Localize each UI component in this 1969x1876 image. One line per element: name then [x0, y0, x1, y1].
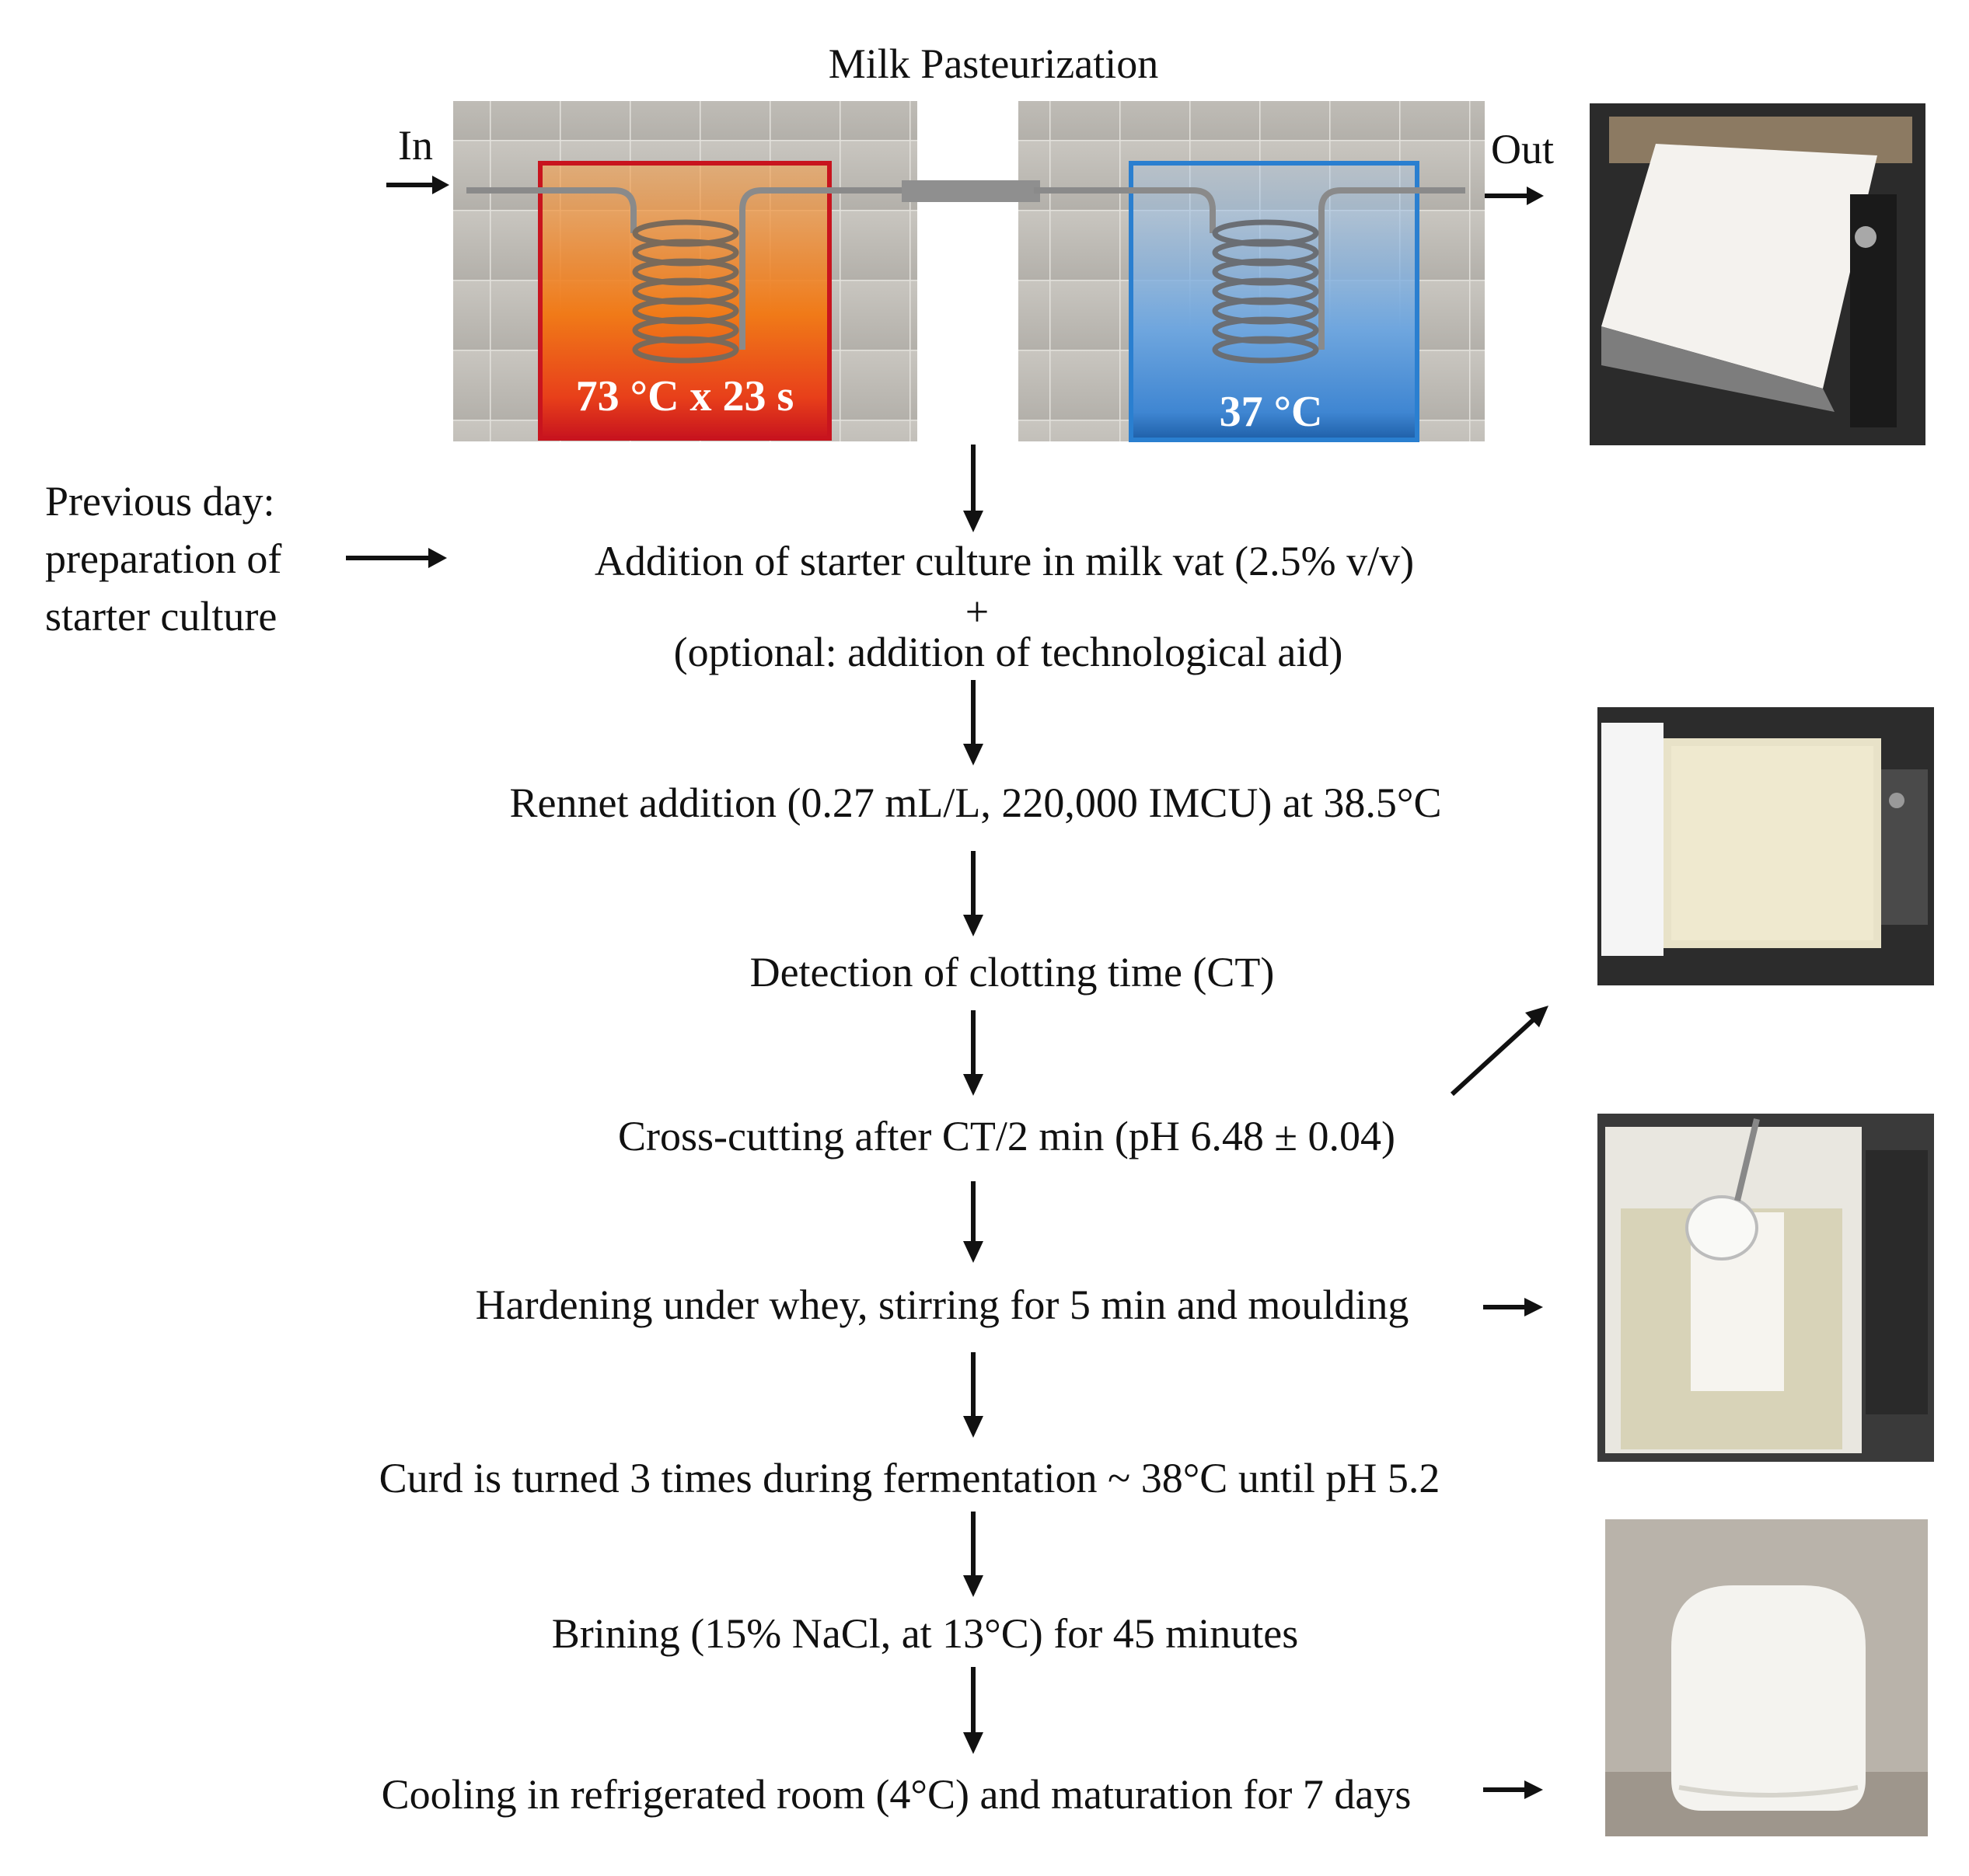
flow-arrows	[346, 176, 1548, 1799]
outlet-label: Out	[1491, 126, 1554, 173]
connector-pipe	[902, 180, 1040, 202]
heating-coil	[632, 219, 739, 364]
cooling-pipe	[1034, 187, 1465, 350]
coagulum-photo	[1597, 707, 1934, 985]
diagram-title: Milk Pasteurization	[828, 40, 1159, 87]
step-curd-turning: Curd is turned 3 times during fermentati…	[379, 1455, 1440, 1501]
step-hardening-moulding: Hardening under whey, stirring for 5 min…	[475, 1281, 1409, 1328]
step-technological-aid: (optional: addition of technological aid…	[673, 629, 1343, 675]
milk-vat-photo	[1590, 103, 1925, 445]
heating-zone-frame	[538, 161, 832, 441]
cooling-coil	[1212, 219, 1319, 364]
side-note: Previous day: preparation of starter cul…	[45, 472, 281, 645]
moulding-photo	[1597, 1114, 1934, 1462]
step-clotting-time: Detection of clotting time (CT)	[749, 949, 1275, 996]
cooling-zone-frame	[1129, 161, 1419, 442]
step-cooling-maturation: Cooling in refrigerated room (4°C) and m…	[381, 1771, 1412, 1818]
heating-pipe	[466, 187, 902, 350]
inlet-label: In	[398, 122, 433, 169]
step-plus-sign: +	[965, 588, 990, 635]
side-note-line: starter culture	[45, 593, 278, 640]
step-cross-cutting: Cross-cutting after CT/2 min (pH 6.48 ± …	[617, 1113, 1396, 1159]
cheese-photo	[1605, 1519, 1928, 1836]
cooling-temperature-label: 37 °C	[1219, 388, 1323, 436]
step-rennet-addition: Rennet addition (0.27 mL/L, 220,000 IMCU…	[509, 779, 1442, 826]
step-brining: Brining (15% NaCl, at 13°C) for 45 minut…	[551, 1610, 1299, 1657]
step-starter-culture: Addition of starter culture in milk vat …	[594, 538, 1415, 584]
side-note-line: Previous day:	[45, 478, 275, 525]
heating-temperature-label: 73 °C x 23 s	[575, 372, 794, 420]
side-note-line: preparation of	[45, 535, 282, 582]
